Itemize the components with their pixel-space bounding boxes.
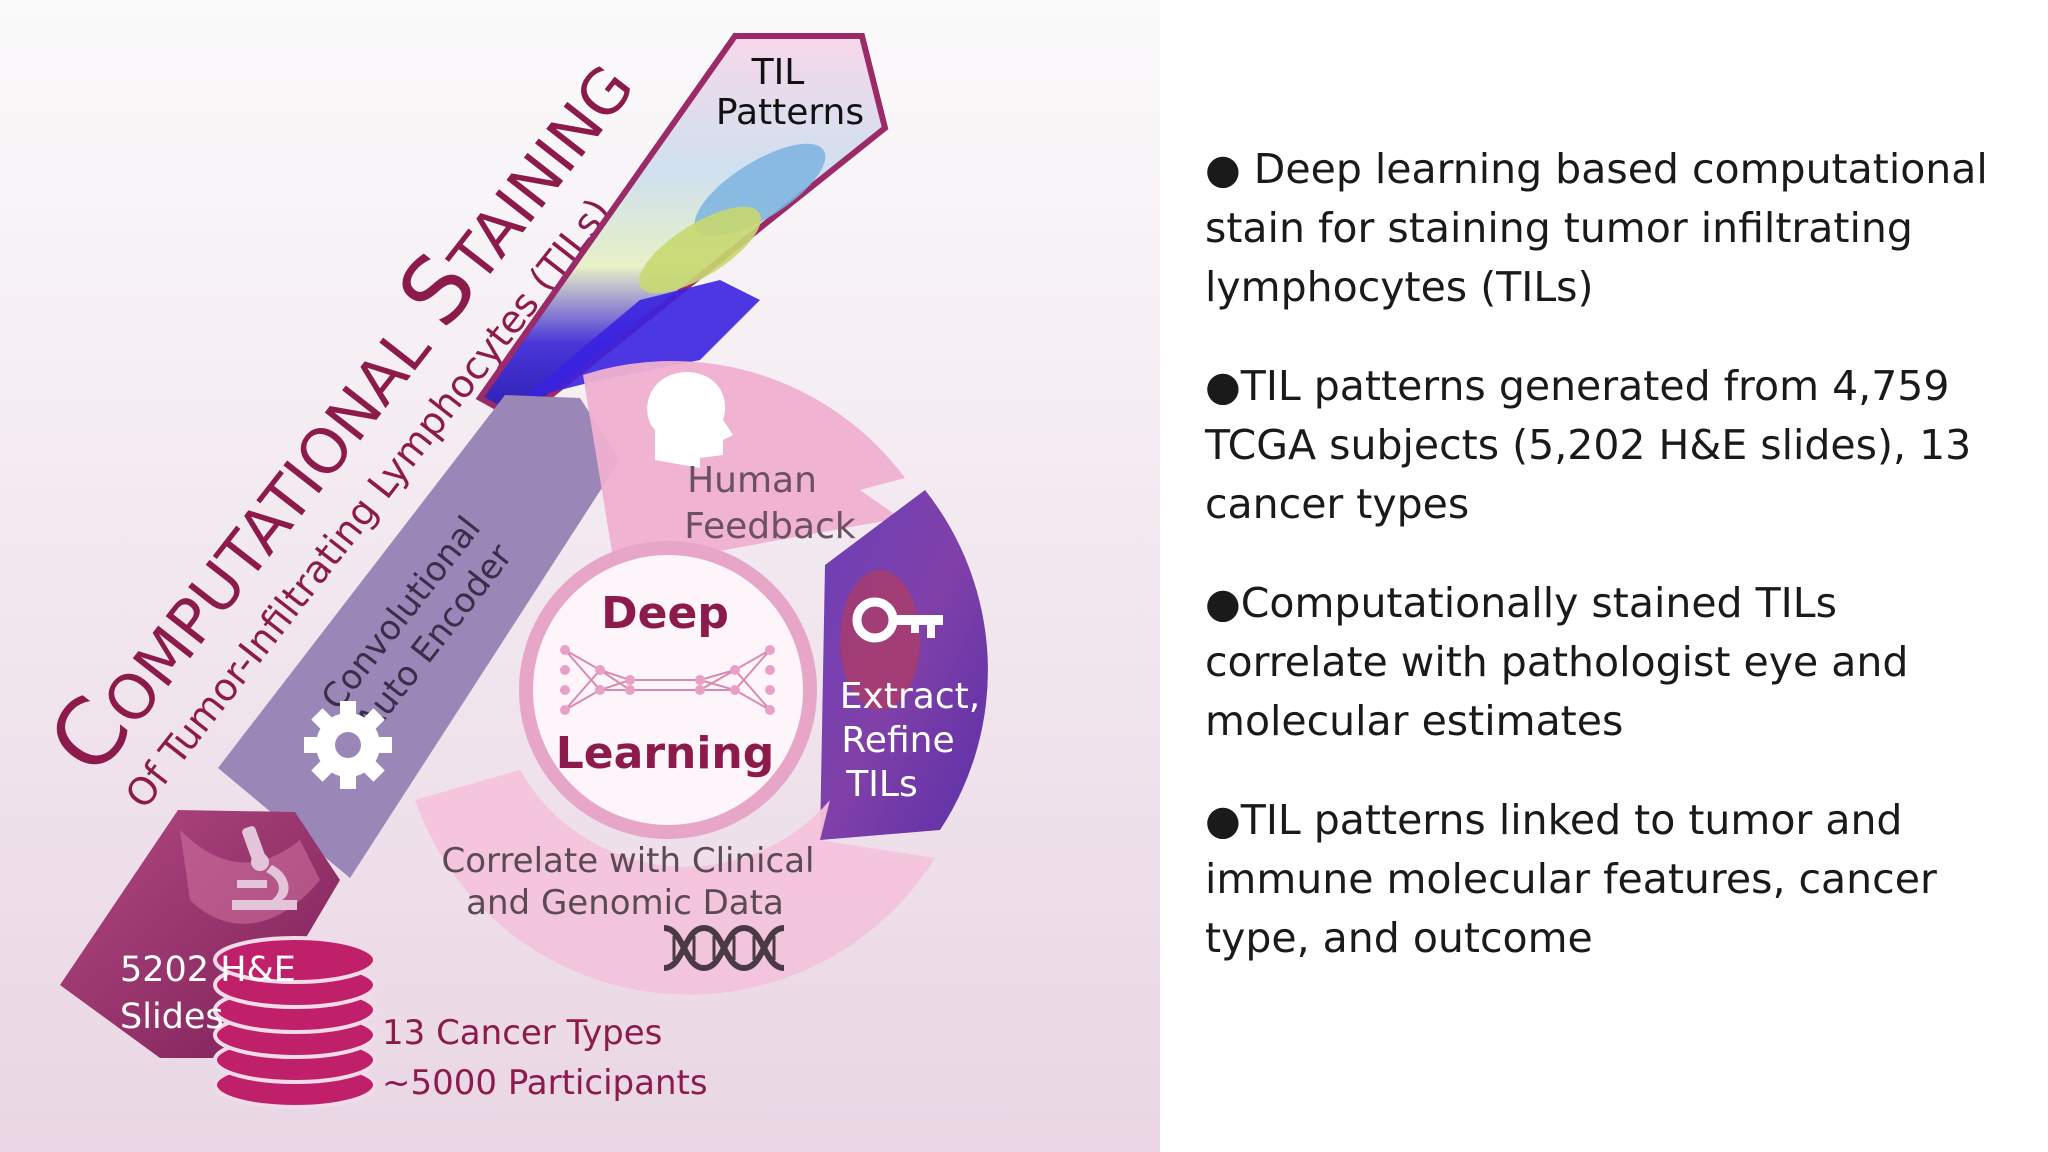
human-feedback-line2: Feedback	[684, 506, 856, 547]
slides-panel: 5202 H&E Slides	[60, 810, 377, 1109]
extract-line2: Refine	[841, 720, 954, 761]
key-icon	[852, 597, 943, 643]
bullet-item: ● Deep learning based computational stai…	[1205, 145, 1988, 311]
extract-line3: TILs	[845, 764, 917, 805]
neural-network-icon	[560, 645, 775, 715]
human-feedback-line1: Human	[687, 460, 817, 501]
cancer-types-label: 13 Cancer Types	[382, 1013, 662, 1053]
bullet-item: ●TIL patterns generated from 4,759 TCGA …	[1205, 362, 1972, 528]
til-diagram: COMPUTATIONAL STAINING Of Tumor-Infiltra…	[0, 0, 1160, 1152]
dna-icon	[663, 924, 785, 972]
til-patterns-label-line2: Patterns	[716, 92, 864, 133]
extract-line1: Extract,	[840, 676, 980, 717]
correlate-line1: Correlate with Clinical	[442, 841, 815, 881]
head-icon	[647, 372, 733, 468]
disk-stack	[213, 936, 377, 1109]
deep-label: Deep	[601, 588, 729, 639]
correlate-segment	[415, 770, 935, 995]
participants-label: ~5000 Participants	[382, 1063, 708, 1103]
slides-label-line2: Slides	[120, 997, 224, 1037]
slides-label-line1: 5202 H&E	[120, 950, 296, 990]
correlate-line2: and Genomic Data	[466, 883, 784, 923]
bullet-list: ● Deep learning based computational stai…	[1205, 140, 2005, 1008]
til-patterns-label-line1: TIL	[751, 52, 805, 93]
bullet-item: ●TIL patterns linked to tumor and immune…	[1205, 796, 1937, 962]
bullet-item: ●Computationally stained TILs correlate …	[1205, 579, 1909, 745]
til-patterns-panel: TIL Patterns	[475, 33, 889, 424]
learning-label: Learning	[556, 728, 775, 779]
gear-icon	[304, 701, 392, 789]
microscope-icon	[232, 826, 297, 910]
